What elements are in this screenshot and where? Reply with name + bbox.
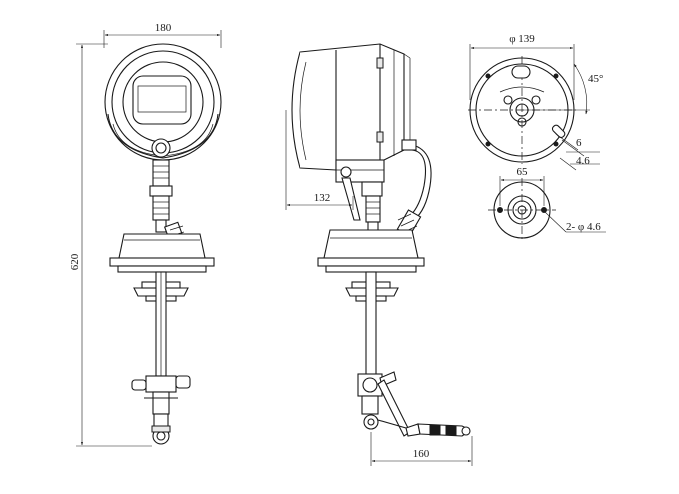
dim-139-label: φ 139 (509, 33, 535, 45)
dim-132-label: 132 (314, 192, 331, 204)
dim-132: 132 (285, 110, 354, 210)
side-handle (357, 371, 471, 437)
dim-slot: 6 4.6 (555, 133, 600, 171)
side-lamp-body (291, 43, 411, 171)
side-view (291, 43, 471, 437)
dim-620: 620 (69, 43, 152, 447)
dim-6-label: 6 (576, 137, 582, 149)
base-plan-view (488, 178, 556, 242)
dim-holes: 2- φ 4.6 (544, 211, 606, 233)
front-shaft (155, 271, 167, 377)
dim-180: 180 (103, 22, 222, 48)
dim-180-label: 180 (155, 22, 172, 34)
side-base (317, 229, 425, 273)
dim-65-label: 65 (517, 166, 529, 178)
front-lamp-head (104, 43, 222, 161)
front-neck (149, 138, 173, 233)
dim-45-label: 45° (588, 73, 603, 85)
front-view (104, 43, 222, 445)
dim-65: 65 (499, 166, 545, 206)
dim-holes-label: 2- φ 4.6 (566, 221, 601, 233)
side-yoke (335, 159, 385, 221)
front-base (109, 233, 215, 273)
dim-160-label: 160 (413, 448, 430, 460)
side-shaft (365, 271, 377, 379)
front-clamp (131, 375, 191, 445)
side-neck (361, 181, 383, 233)
side-cable (401, 139, 432, 221)
dim-620-label: 620 (69, 253, 81, 270)
dim-45-angle: 45° (522, 63, 603, 115)
dim-4-6-label: 4.6 (576, 155, 590, 167)
dim-160: 160 (370, 432, 473, 466)
